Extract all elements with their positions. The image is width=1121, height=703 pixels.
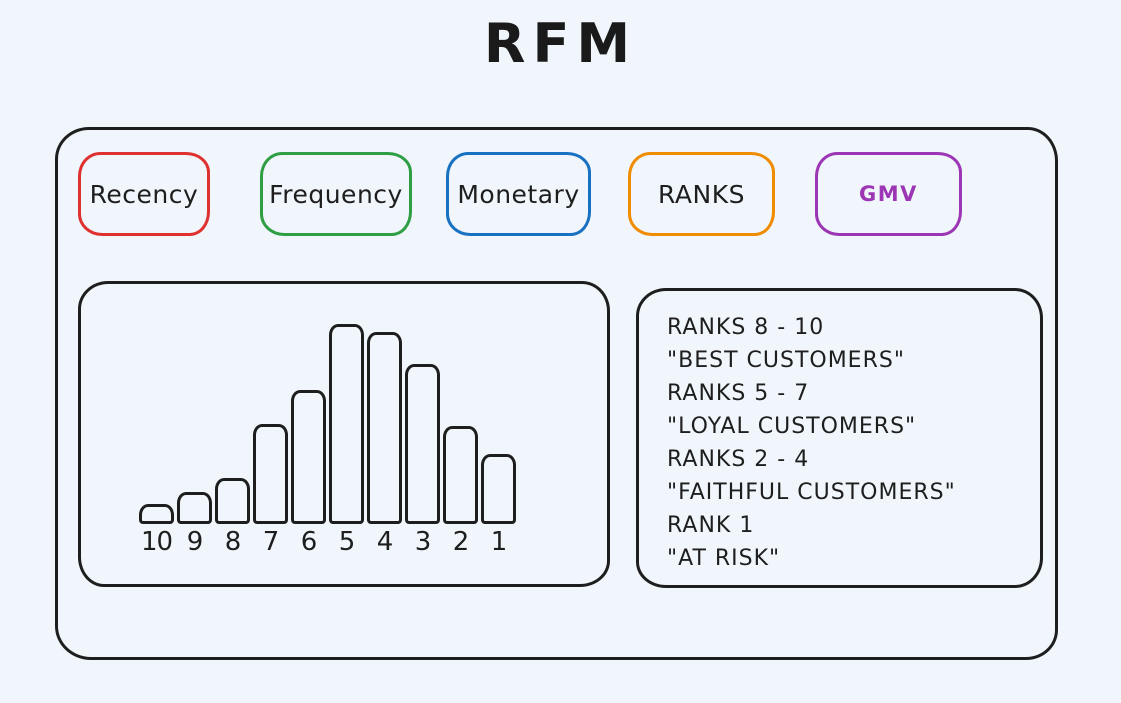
factor-box-recency: Recency bbox=[78, 152, 210, 236]
factor-row: Recency Frequency Monetary RANKS GMV bbox=[78, 152, 1055, 236]
factor-box-ranks: RANKS bbox=[628, 152, 775, 236]
x-tick-label: 5 bbox=[338, 527, 356, 557]
bar-rank-3 bbox=[405, 364, 440, 524]
legend-line: RANKS 5 - 7 bbox=[667, 381, 810, 406]
x-tick-label: 6 bbox=[300, 527, 318, 557]
bar-rank-4 bbox=[367, 332, 402, 524]
legend-line: RANKS 8 - 10 bbox=[667, 315, 825, 340]
x-tick-label: 9 bbox=[186, 527, 204, 557]
bar-rank-9 bbox=[177, 492, 212, 524]
legend-line: RANK 1 bbox=[667, 513, 755, 538]
bar-rank-5 bbox=[329, 324, 364, 524]
x-tick-label: 1 bbox=[490, 527, 508, 557]
legend-line: "FAITHFUL CUSTOMERS" bbox=[667, 480, 956, 505]
x-tick-label: 2 bbox=[452, 527, 470, 557]
factor-box-frequency: Frequency bbox=[260, 152, 412, 236]
factor-label: Recency bbox=[89, 179, 199, 209]
factor-box-gmv: GMV bbox=[815, 152, 962, 236]
factor-label: Frequency bbox=[269, 179, 403, 209]
x-tick-label: 10 bbox=[140, 527, 173, 557]
bar-rank-2 bbox=[443, 426, 478, 524]
x-tick-label: 7 bbox=[262, 527, 280, 557]
legend-line: "LOYAL CUSTOMERS" bbox=[667, 414, 917, 439]
page-title: RFM bbox=[483, 12, 638, 75]
x-tick-label: 4 bbox=[376, 527, 394, 557]
legend-line: "BEST CUSTOMERS" bbox=[667, 348, 905, 373]
x-tick-label: 3 bbox=[414, 527, 432, 557]
factor-label: Monetary bbox=[457, 179, 580, 209]
bar-rank-8 bbox=[215, 478, 250, 524]
bar-rank-1 bbox=[481, 454, 516, 524]
factor-box-monetary: Monetary bbox=[446, 152, 591, 236]
bar-rank-7 bbox=[253, 424, 288, 524]
factor-label: GMV bbox=[859, 182, 918, 206]
factor-label: RANKS bbox=[658, 179, 745, 209]
bar-rank-10 bbox=[139, 504, 174, 524]
bar-group bbox=[139, 324, 516, 524]
rank-legend: RANKS 8 - 10 "BEST CUSTOMERS" RANKS 5 - 7 "… bbox=[636, 288, 1043, 588]
bar-rank-6 bbox=[291, 390, 326, 524]
x-tick-label: 8 bbox=[224, 527, 242, 557]
legend-line: RANKS 2 - 4 bbox=[667, 447, 810, 472]
legend-line: "AT RISK" bbox=[667, 546, 781, 571]
